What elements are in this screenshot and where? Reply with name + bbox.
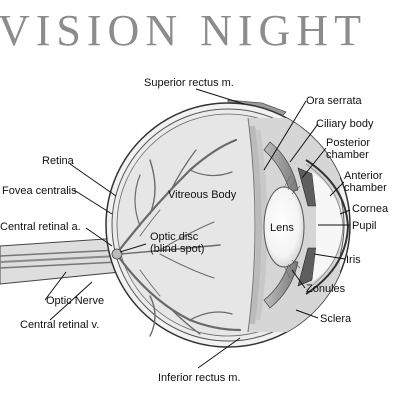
label-iris: Iris xyxy=(346,254,361,266)
optic-disc xyxy=(111,248,123,260)
label-sclera: Sclera xyxy=(320,313,352,325)
label-posterior-chamber-2: chamber xyxy=(326,149,369,161)
leader-lines xyxy=(44,88,351,369)
label-anterior-chamber-1: Anterior xyxy=(344,170,383,182)
label-vitreous-body: Vitreous Body xyxy=(168,189,237,201)
label-zonules: Zonules xyxy=(306,283,346,295)
label-superior-rectus: Superior rectus m. xyxy=(144,77,234,89)
label-pupil: Pupil xyxy=(352,220,376,232)
label-inferior-rectus: Inferior rectus m. xyxy=(158,372,241,384)
label-ora-serrata: Ora serrata xyxy=(306,95,363,107)
lens xyxy=(263,186,305,268)
label-central-retinal-vein: Central retinal v. xyxy=(20,319,99,331)
label-cornea: Cornea xyxy=(352,203,389,215)
zonules xyxy=(283,175,301,279)
label-posterior-chamber-1: Posterior xyxy=(326,137,370,149)
label-central-retinal-artery: Central retinal a. xyxy=(0,221,81,233)
label-optic-disc-1: Optic disc xyxy=(150,231,199,243)
label-lens: Lens xyxy=(270,222,294,234)
cornea xyxy=(305,159,350,295)
label-optic-nerve: Optic Nerve xyxy=(46,295,104,307)
label-fovea-centralis: Fovea centralis xyxy=(2,185,77,197)
label-anterior-chamber-2: chamber xyxy=(344,182,387,194)
retinal-vessels xyxy=(116,138,242,337)
ora-serrata xyxy=(247,117,256,333)
label-optic-disc-2: (blind spot) xyxy=(150,243,204,255)
label-retina: Retina xyxy=(42,155,75,167)
optic-nerve xyxy=(0,237,121,285)
label-ciliary-body: Ciliary body xyxy=(316,118,374,130)
page-title: VISION NIGHT xyxy=(0,6,367,55)
